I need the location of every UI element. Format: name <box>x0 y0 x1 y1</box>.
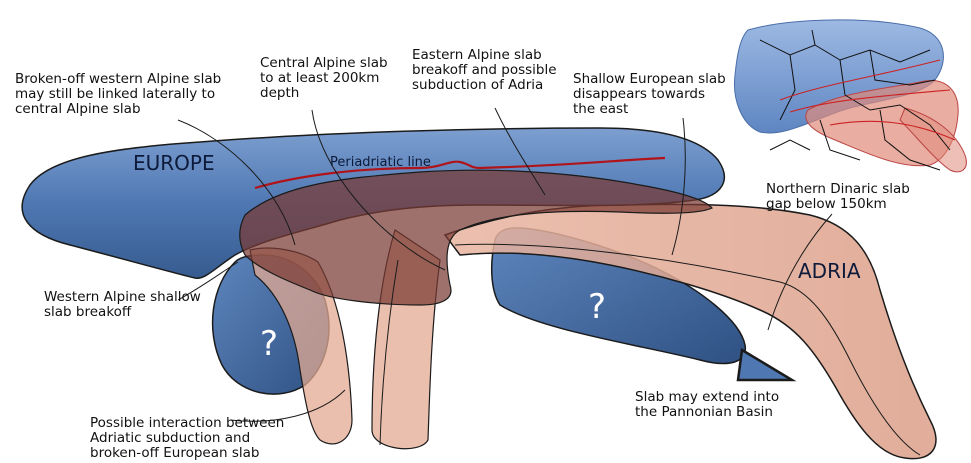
question-mark-west: ? <box>260 324 278 364</box>
label-adria: ADRIA <box>798 259 861 283</box>
annotation-eastern-breakoff: Eastern Alpine slab breakoff and possibl… <box>412 48 582 93</box>
label-europe: EUROPE <box>133 151 215 175</box>
pannonian-wedge <box>738 350 792 380</box>
annotation-interaction: Possible interaction between Adriatic su… <box>90 416 330 461</box>
inset-map <box>734 20 966 172</box>
annotation-dinaric-gap: Northern Dinaric slab gap below 150km <box>766 182 936 212</box>
annotation-shallow-european: Shallow European slab disappears towards… <box>573 72 743 117</box>
question-mark-east: ? <box>588 287 606 327</box>
annotation-central-slab: Central Alpine slab to at least 200km de… <box>260 56 410 101</box>
annotation-western-shallow: Western Alpine shallow slab breakoff <box>44 290 234 320</box>
annotation-pannonian: Slab may extend into the Pannonian Basin <box>635 390 805 420</box>
annotation-western-link: Broken-off western Alpine slab may still… <box>15 72 255 117</box>
label-periadriatic-line: Periadriatic line <box>330 155 431 170</box>
